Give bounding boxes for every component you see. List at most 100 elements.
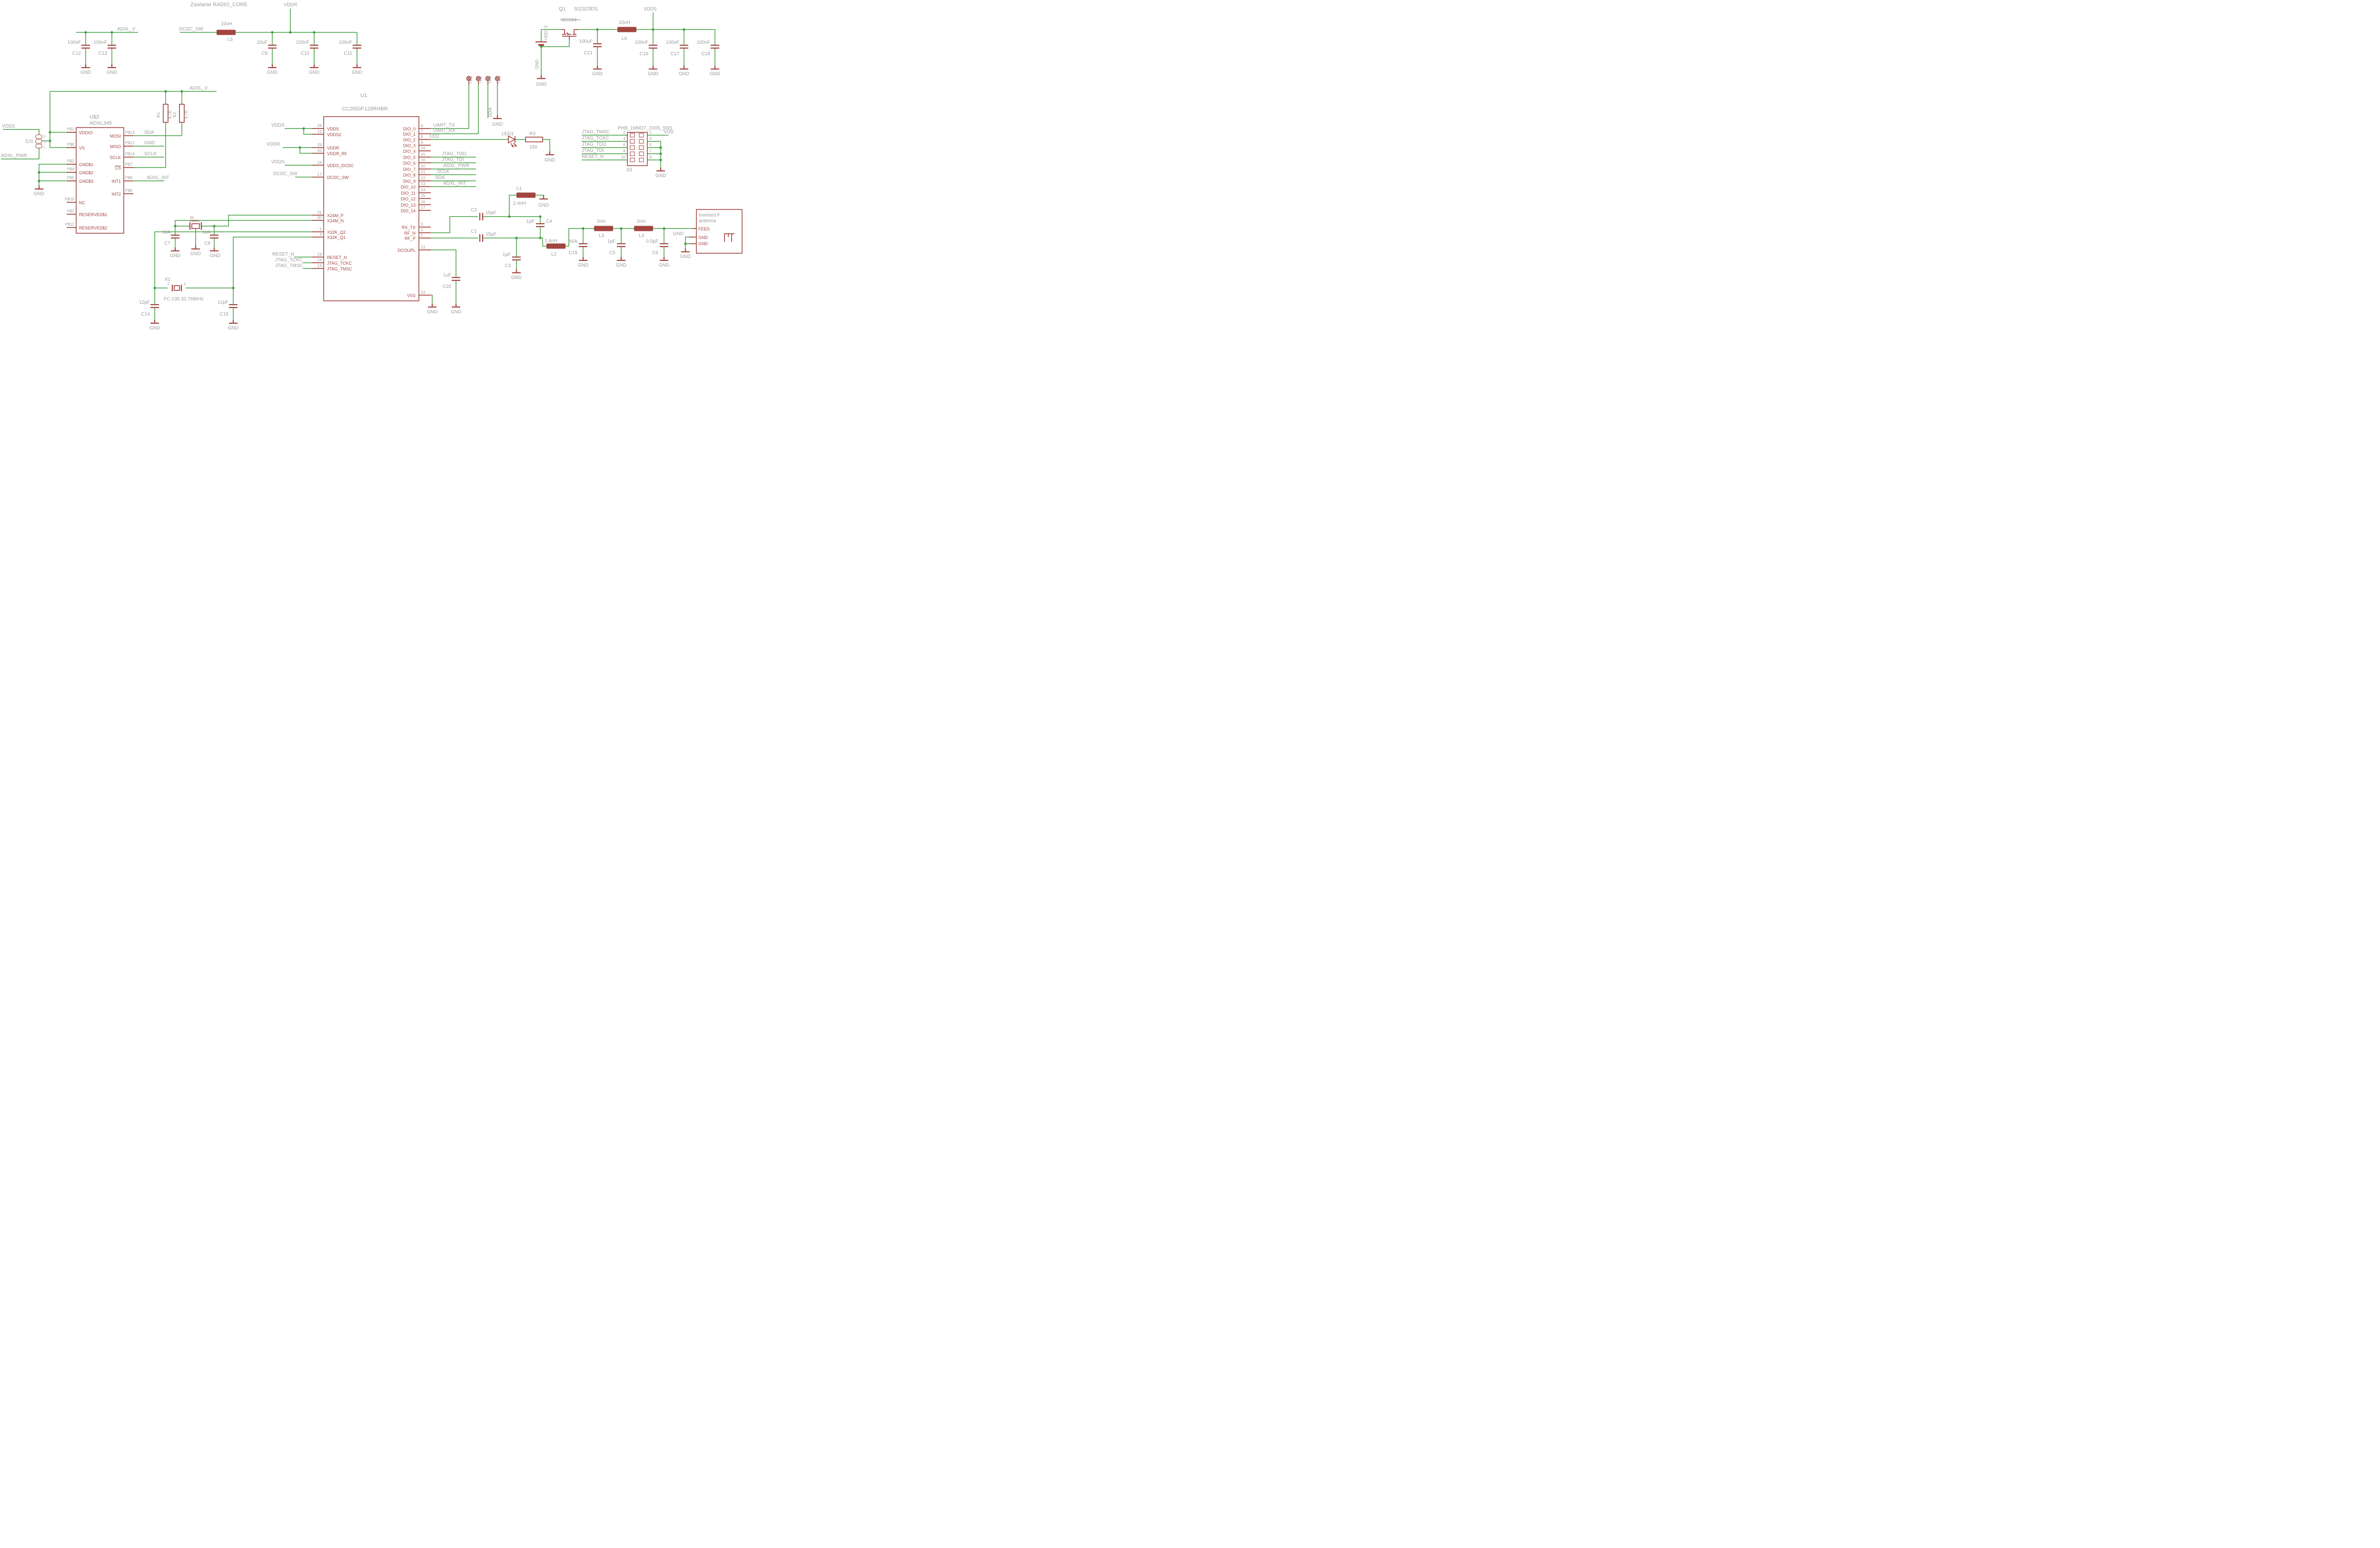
capacitor-c16	[648, 44, 658, 49]
pin-number: 3	[649, 136, 652, 141]
value-label: 100uF	[579, 39, 593, 44]
pin-number: 2	[421, 228, 423, 232]
gnd-symbol	[659, 256, 669, 261]
pin-name: VDDS2	[327, 132, 341, 137]
net-label: VDDS	[271, 123, 285, 128]
gnd-label: GND	[107, 70, 117, 75]
net-label-vdd: VDD	[664, 129, 674, 135]
battery-symbol	[536, 41, 547, 46]
pin-number: 16	[421, 158, 426, 162]
net-label-adxl-v: ADXL_V	[117, 27, 136, 32]
mosfet-arrow	[566, 32, 569, 35]
ref-label: C16	[640, 51, 649, 57]
value-label: 100nF	[339, 40, 352, 45]
pin-number: 9	[649, 155, 652, 159]
pin-number: P$7	[125, 162, 132, 167]
gnd-label: GND	[578, 263, 588, 268]
pin-number: 6	[421, 123, 423, 128]
ref-label: C4	[546, 219, 552, 224]
pin-name-gnd: GND	[698, 241, 708, 246]
pin-number: 19	[317, 252, 322, 257]
resistor-r3	[525, 137, 543, 142]
net-label: JTAG_TMSC	[582, 129, 610, 135]
gnd-symbol	[511, 268, 522, 274]
value-label-u3: ADXL345	[89, 120, 112, 126]
component-c20: 1uF C20	[443, 273, 461, 289]
net-label: SDA	[435, 175, 445, 180]
pin-number: 22	[421, 176, 426, 180]
connector-pads	[630, 133, 644, 162]
value-label: 15pF	[486, 232, 496, 237]
schematic-canvas: GND GND GND GND GND GND GND GND GND GND …	[1, 2, 743, 331]
net-label: VDDS	[271, 159, 285, 165]
pin-name: X32K_Q1	[327, 235, 346, 240]
net-label: JTAG_TCKC	[582, 136, 609, 141]
capacitor-c12	[80, 44, 91, 49]
pin-number: 32	[317, 148, 322, 153]
inductor-l5	[217, 30, 236, 35]
pin-number: 13	[317, 263, 322, 268]
ref-label: C1	[471, 229, 477, 234]
pin-number: 12	[421, 245, 426, 249]
capacitor-c15	[228, 304, 238, 308]
ref-label: C21	[584, 50, 593, 56]
pin-number: 1	[649, 130, 652, 135]
pin-name: MOSI	[110, 134, 121, 139]
pin-number: 20	[421, 164, 426, 169]
gnd-symbol	[309, 63, 319, 69]
gnd-label: GND	[228, 326, 238, 331]
ref-label-tp4: TP4	[497, 76, 502, 84]
gnd-symbol	[536, 74, 546, 79]
pin-name: DCOUPL	[397, 248, 416, 253]
value-label-x3: PHB_1MM27_2X05_SNS	[618, 126, 673, 131]
wire	[283, 128, 312, 269]
pin-number: P$14	[125, 151, 135, 156]
value-label-q1: SI2323DS	[574, 6, 598, 12]
net-label: RESET_N	[272, 252, 294, 257]
gnd-symbol	[170, 247, 180, 252]
net-label-adxl-pwr: ADXL_PWR	[1, 153, 27, 159]
pin-name: DCDC_SW	[327, 175, 349, 180]
wire	[154, 231, 312, 320]
value-label: 1uF	[443, 273, 451, 278]
pin-name: VDDS	[327, 127, 339, 131]
ref-label: L1	[516, 186, 522, 191]
capacitor-c5	[616, 243, 626, 248]
gnd-symbol	[655, 167, 666, 172]
resistor-r2	[179, 104, 185, 123]
inductor-l3	[594, 226, 613, 231]
pin-name: VS	[79, 146, 85, 150]
pin-number: 8	[623, 149, 625, 153]
ref-label-r2: R2	[172, 112, 177, 118]
net-label: ADXL_INT	[443, 181, 466, 186]
pin-name: SCLK	[109, 155, 121, 160]
led-symbol	[508, 135, 517, 148]
pin-name: GND$2	[79, 170, 93, 175]
gnd-label: GND	[592, 71, 603, 77]
ref-label: C10	[301, 51, 310, 56]
pin-number: 9	[421, 140, 423, 145]
pin-name: DIO_14	[401, 208, 416, 213]
value-label: 2.4nH	[513, 201, 526, 206]
ic-body-u3	[76, 127, 124, 234]
pin-name: NC	[79, 200, 85, 205]
pin-number: 1	[43, 146, 45, 149]
section-rf-network: C2 15pF C1 15pF L1 2.4nH 1pF C4 2.4nH L2…	[471, 186, 684, 268]
capacitor-c1	[479, 233, 484, 243]
ref-label: C13	[99, 51, 108, 56]
ref-label-tp2: TP2	[478, 76, 483, 84]
gnd-symbol	[545, 150, 555, 156]
mosfet-q1	[562, 29, 578, 40]
net-label: UART_TX	[433, 123, 455, 128]
component-antenna: Inverted F antenna FEED GND GND	[689, 209, 743, 254]
pin-number: 31	[317, 210, 322, 215]
pin-name: RESET_N	[327, 255, 347, 260]
net-label: ADXL_PWR	[443, 163, 469, 169]
pin-name: VSS	[407, 293, 416, 298]
gnd-label: GND	[34, 191, 44, 197]
pin-number: P$10	[65, 197, 74, 201]
capacitor-c4	[535, 223, 545, 228]
net-label: JTAG_TDI	[582, 148, 604, 153]
pin-number: 3	[421, 222, 423, 227]
pin-name: DIO_1	[403, 132, 416, 137]
